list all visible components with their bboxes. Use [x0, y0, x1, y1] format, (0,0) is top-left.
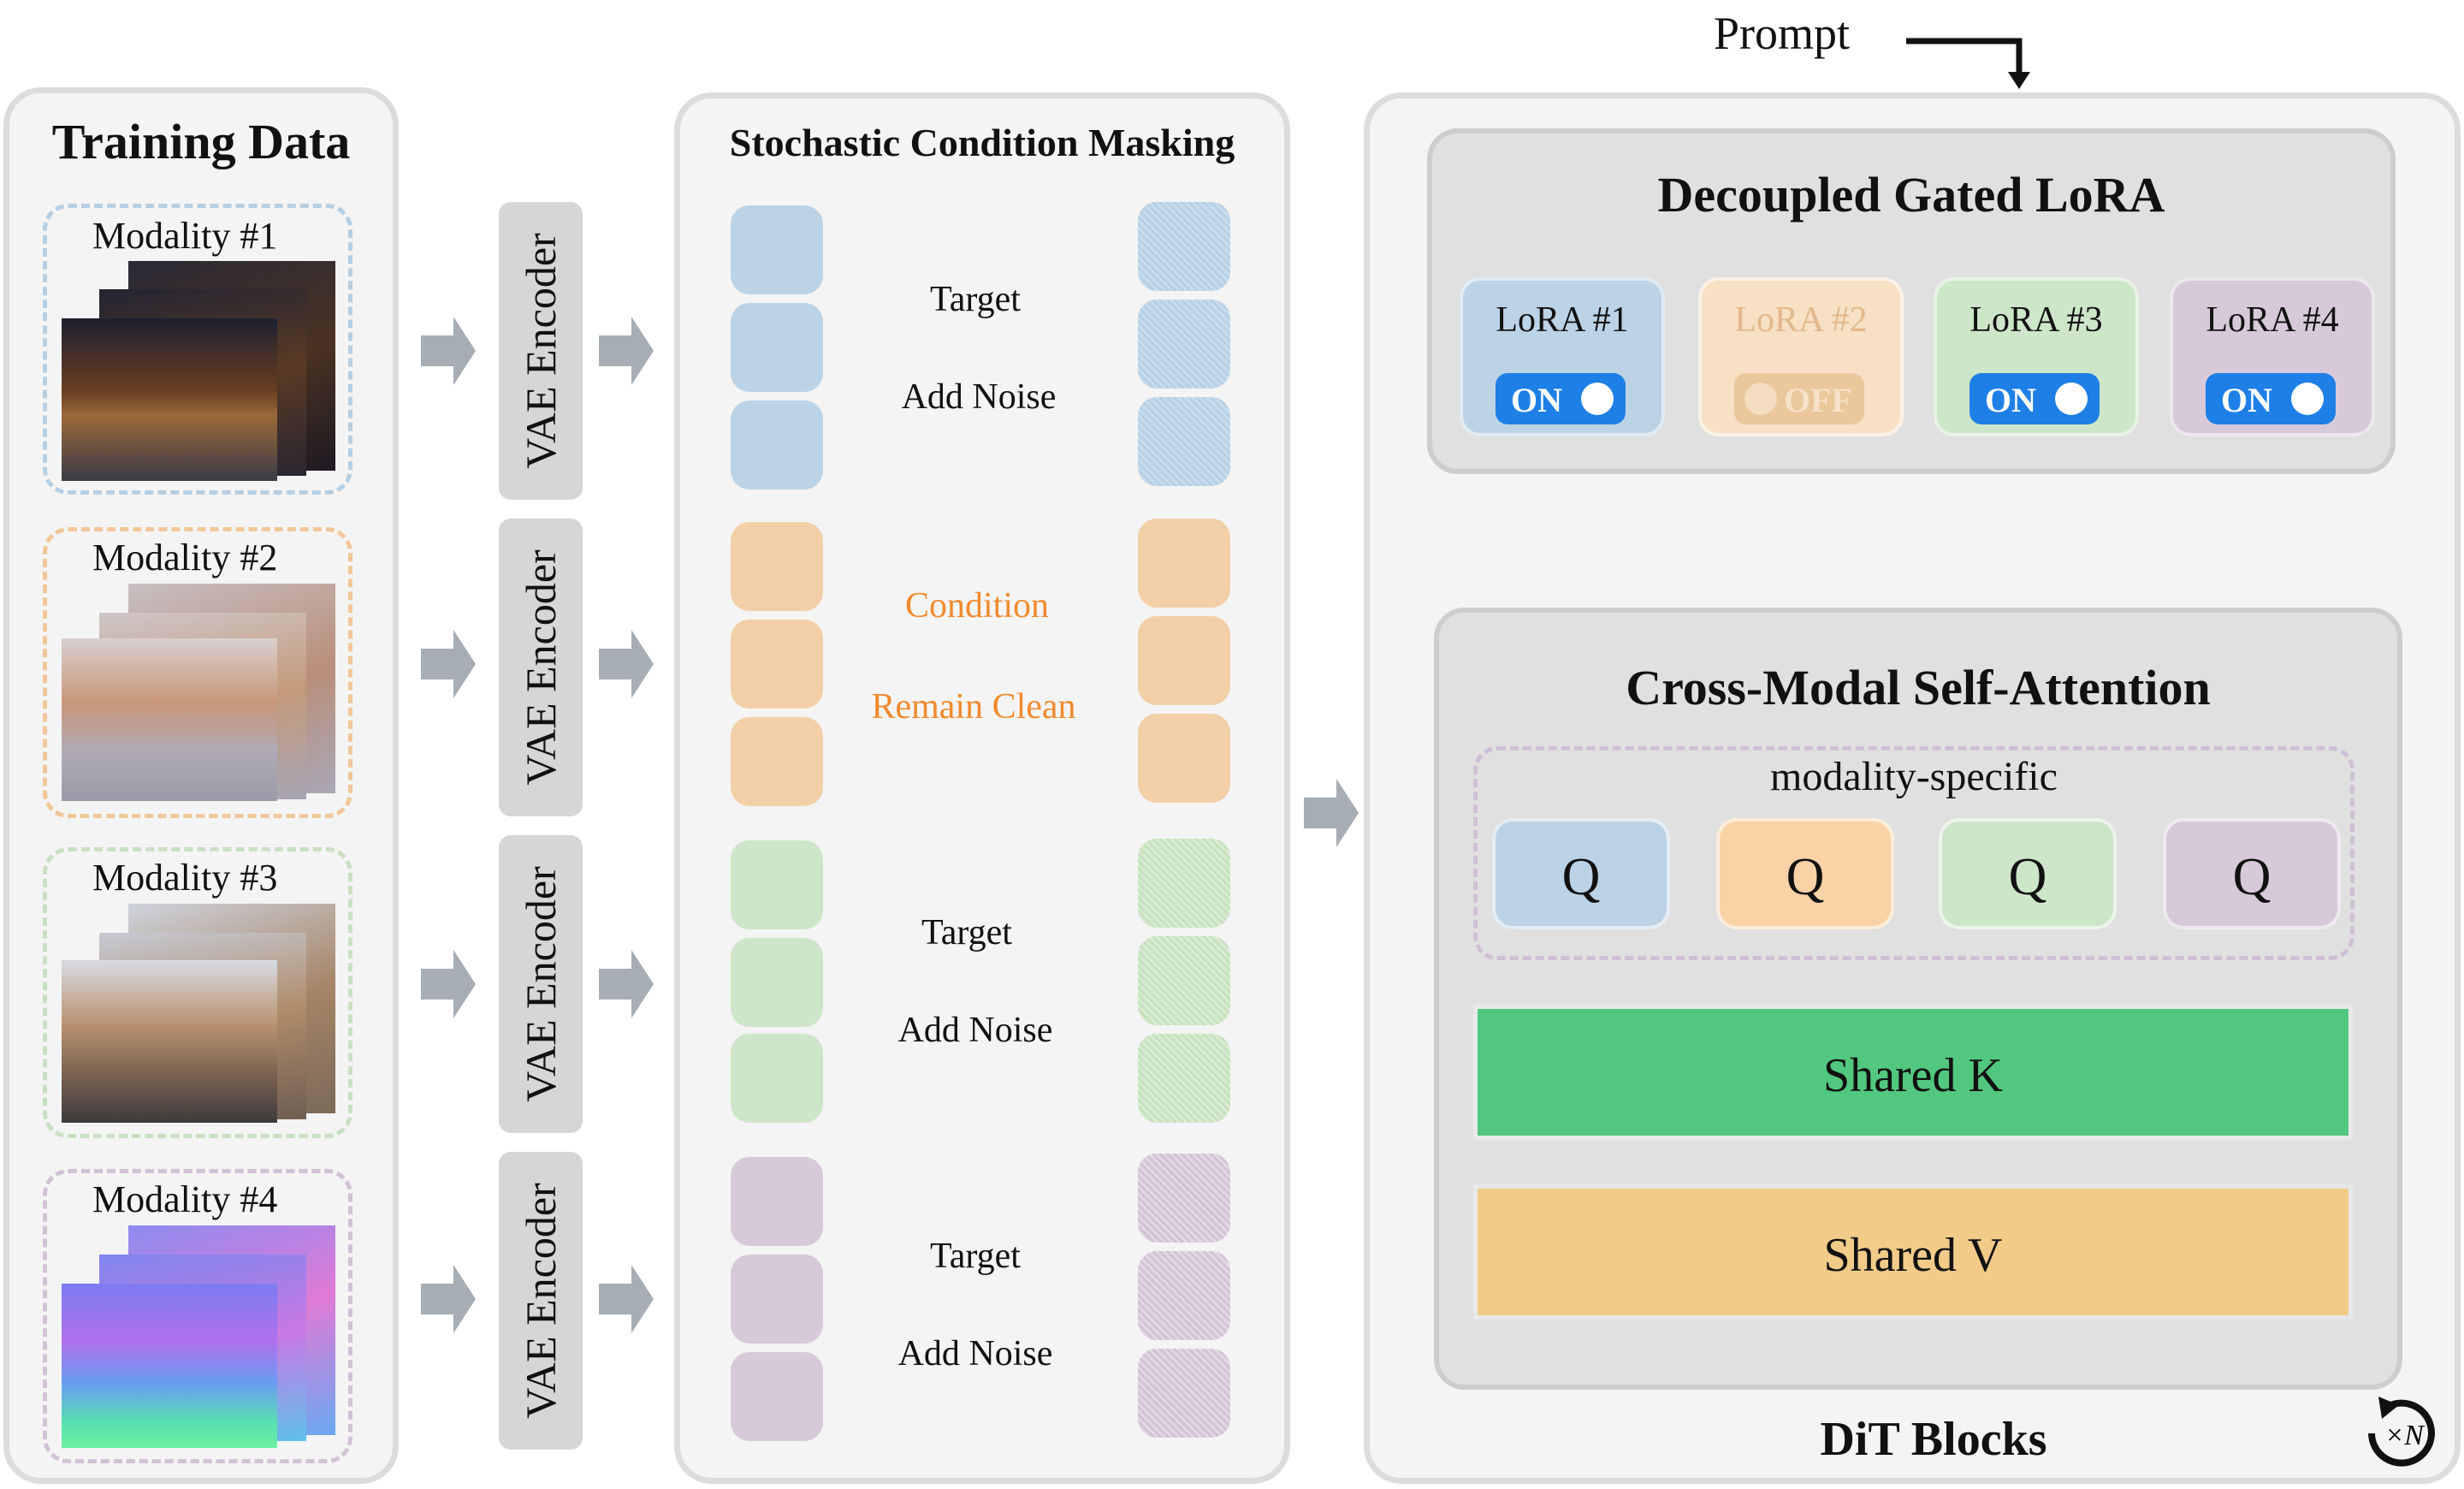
lora-2-state: OFF — [1784, 381, 1852, 419]
masking-row-2-bottom: Remain Clean — [871, 687, 1076, 727]
token-noisy-3c — [1138, 1034, 1230, 1123]
vae-encoder-label: VAE Encoder — [517, 233, 565, 469]
repeat-icon: ×N — [2368, 1397, 2435, 1467]
lora-1-toggle[interactable]: ON — [1496, 373, 1626, 424]
toggle-knob — [2291, 383, 2324, 415]
vae-encoder-2: VAE Encoder — [499, 519, 583, 816]
vae-encoder-4: VAE Encoder — [499, 1152, 583, 1450]
lora-2-label: LoRA #2 — [1734, 300, 1868, 340]
lora-3-state: ON — [1985, 381, 2036, 419]
token-clean-2a — [731, 522, 823, 611]
masking-row-2-top: Condition — [904, 586, 1050, 626]
query-2: Q — [1716, 818, 1894, 929]
lora-1-label: LoRA #1 — [1496, 300, 1629, 340]
lora-4-state: ON — [2221, 381, 2272, 419]
query-3: Q — [1939, 818, 2117, 929]
lora-3: LoRA #3 ON — [1934, 277, 2139, 436]
lora-4-label: LoRA #4 — [2206, 300, 2339, 340]
token-noisy-1c — [1138, 397, 1230, 486]
token-noisy-1a — [1138, 202, 1230, 291]
token-clean-4c — [731, 1352, 823, 1441]
token-clean-3b — [731, 938, 823, 1027]
token-noisy-4b — [1138, 1251, 1230, 1340]
token-noisy-4a — [1138, 1154, 1230, 1243]
vae-encoder-label: VAE Encoder — [517, 1183, 565, 1419]
token-clean-3c — [731, 1034, 823, 1123]
lora-title: Decoupled Gated LoRA — [1657, 167, 2165, 222]
token-clean-3a — [731, 840, 823, 929]
query-1: Q — [1492, 818, 1670, 929]
dit-blocks-footer: DiT Blocks — [1820, 1413, 2047, 1466]
arrow-vae-to-mask-1 — [599, 317, 654, 385]
token-noisy-3b — [1138, 936, 1230, 1025]
lora-4: LoRA #4 ON — [2170, 277, 2375, 436]
modality-label-4: Modality #4 — [92, 1178, 278, 1220]
token-clean-2c — [731, 717, 823, 806]
lora-1: LoRA #1 ON — [1460, 277, 1665, 436]
masking-row-1-top: Target — [930, 280, 1021, 319]
modality-specific-group — [1473, 746, 2354, 960]
attention-title: Cross-Modal Self-Attention — [1626, 660, 2211, 715]
token-noisy-1b — [1138, 300, 1230, 389]
arrow-vae-to-mask-4 — [599, 1265, 654, 1333]
masking-row-4-top: Target — [930, 1237, 1021, 1276]
modality-label-2: Modality #2 — [92, 537, 278, 578]
modality-label-1: Modality #1 — [92, 215, 278, 257]
lora-3-toggle[interactable]: ON — [1969, 373, 2100, 424]
toggle-knob — [2055, 383, 2088, 415]
lora-1-state: ON — [1511, 381, 1562, 419]
toggle-knob — [1581, 383, 1614, 415]
query-2-label: Q — [1786, 848, 1825, 906]
arrow-vae-to-mask-3 — [599, 950, 654, 1018]
shared-v-label: Shared V — [1823, 1229, 2003, 1282]
masking-row-1-bottom: Add Noise — [901, 377, 1057, 417]
arrow-data-to-vae-1 — [421, 317, 476, 385]
training-data-title: Training Data — [51, 114, 351, 169]
vae-encoder-label: VAE Encoder — [517, 866, 565, 1102]
masking-row-4-bottom: Add Noise — [897, 1334, 1053, 1373]
shared-v: Shared V — [1473, 1184, 2353, 1320]
token-condition-2c — [1138, 714, 1230, 803]
lora-2: LoRA #2 OFF — [1698, 277, 1904, 436]
modality-label-3: Modality #3 — [92, 857, 278, 899]
prompt-label: Prompt — [1714, 8, 1851, 59]
token-clean-1b — [731, 303, 823, 392]
query-4: Q — [2163, 818, 2341, 929]
query-4-label: Q — [2232, 848, 2272, 906]
lora-4-toggle[interactable]: ON — [2206, 373, 2336, 424]
query-3-label: Q — [2008, 848, 2047, 906]
vae-encoder-3: VAE Encoder — [499, 835, 583, 1133]
masking-title: Stochastic Condition Masking — [729, 121, 1235, 164]
arrow-data-to-vae-4 — [421, 1265, 476, 1333]
token-noisy-3a — [1138, 839, 1230, 928]
token-clean-1c — [731, 400, 823, 489]
shared-k: Shared K — [1473, 1005, 2353, 1140]
vae-encoder-label: VAE Encoder — [517, 549, 565, 786]
token-condition-2b — [1138, 616, 1230, 705]
lora-2-toggle[interactable]: OFF — [1734, 373, 1864, 424]
arrow-data-to-vae-3 — [421, 950, 476, 1018]
toggle-knob — [1744, 383, 1777, 415]
token-clean-4b — [731, 1255, 823, 1344]
arrow-data-to-vae-2 — [421, 630, 476, 698]
token-condition-2a — [1138, 519, 1230, 608]
token-clean-4a — [731, 1157, 823, 1246]
query-1-label: Q — [1561, 848, 1601, 906]
shared-k-label: Shared K — [1823, 1049, 2003, 1102]
arrow-mask-to-dit — [1304, 779, 1359, 847]
masking-row-3-bottom: Add Noise — [897, 1011, 1053, 1050]
token-noisy-4c — [1138, 1349, 1230, 1438]
arrow-vae-to-mask-2 — [599, 630, 654, 698]
repeat-count: ×N — [2384, 1420, 2426, 1451]
modality-specific-label: modality-specific — [1770, 754, 2058, 799]
token-clean-2b — [731, 620, 823, 709]
lora-3-label: LoRA #3 — [1969, 300, 2103, 340]
masking-row-3-top: Target — [921, 913, 1012, 952]
token-clean-1a — [731, 205, 823, 294]
vae-encoder-1: VAE Encoder — [499, 202, 583, 500]
